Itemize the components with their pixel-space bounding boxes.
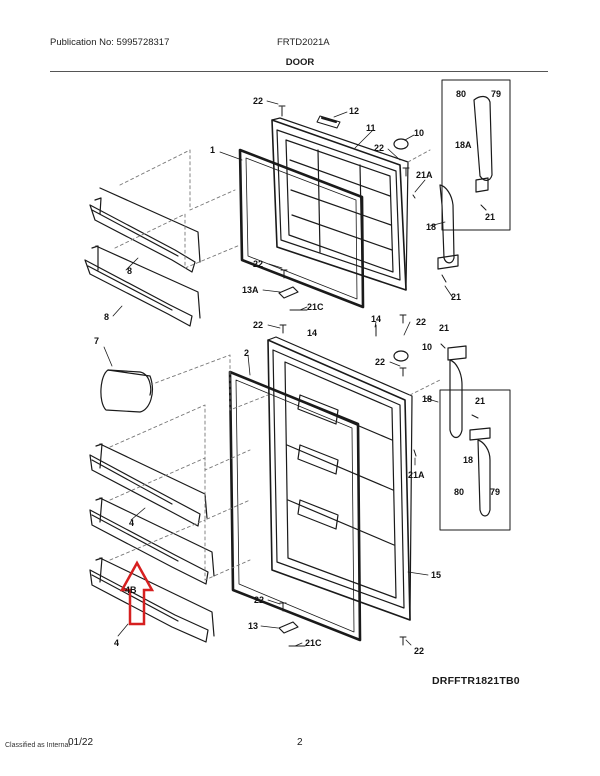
classification-label: Classified as Internal	[5, 742, 70, 749]
callout-4: 4	[129, 518, 134, 528]
upper-inset-handle	[473, 95, 493, 193]
callout-8: 8	[104, 312, 109, 322]
callout-18: 18	[463, 455, 473, 465]
callout-21: 21	[439, 323, 449, 333]
callout-22: 22	[253, 96, 263, 106]
part-4-shelf-b	[89, 497, 215, 585]
leader-lines	[103, 100, 454, 647]
callout-22: 22	[253, 259, 263, 269]
callout-22: 22	[416, 317, 426, 327]
callout-14: 14	[371, 314, 381, 324]
diagram-code: DRFFTR1821TB0	[432, 675, 520, 687]
fresh-food-door-gasket	[228, 370, 362, 642]
callout-13A: 13A	[242, 285, 259, 295]
callout-22: 22	[414, 646, 424, 656]
fresh-food-door-inner-liner	[284, 361, 397, 599]
callout-4: 4	[114, 638, 119, 648]
part-18-handle-lower	[447, 345, 467, 439]
section-title: DOOR	[285, 57, 315, 68]
callout-80: 80	[454, 487, 464, 497]
callout-13: 13	[248, 621, 258, 631]
callout-22: 22	[254, 595, 264, 605]
callout-15: 15	[431, 570, 441, 580]
footer-date: 01/22	[68, 737, 94, 748]
part-4-shelf-c	[89, 557, 215, 643]
assembly-guide-lines	[109, 149, 441, 581]
part-8-shelf-upper	[89, 187, 201, 273]
callout-7: 7	[94, 336, 99, 346]
callout-22: 22	[375, 357, 385, 367]
freezer-door-gasket	[238, 148, 365, 309]
callout-22: 22	[253, 320, 263, 330]
part-7-bin	[100, 369, 153, 413]
callout-1: 1	[210, 145, 215, 155]
callout-18A: 18A	[455, 140, 472, 150]
freezer-door-inner-liner	[285, 139, 394, 273]
callout-8: 8	[127, 266, 132, 276]
callout-4B: 4B	[125, 585, 137, 595]
lower-inset-handle	[469, 427, 491, 517]
callout-11: 11	[366, 123, 376, 133]
model-number: FRTD2021A	[277, 37, 330, 48]
part-12-trim	[316, 115, 341, 129]
callout-79: 79	[491, 89, 501, 99]
page-number: 2	[297, 737, 303, 748]
highlight-arrow	[119, 560, 155, 626]
hardware-caps	[278, 138, 409, 634]
callout-10: 10	[422, 342, 432, 352]
callout-79: 79	[490, 487, 500, 497]
callout-21A: 21A	[416, 170, 433, 180]
publication-number: Publication No: 5995728317	[50, 37, 170, 48]
callout-12: 12	[349, 106, 359, 116]
callout-2: 2	[244, 348, 249, 358]
part-18-handle-upper	[437, 184, 459, 270]
handle-detail-box-upper	[441, 79, 511, 231]
callout-14: 14	[307, 328, 317, 338]
callout-18: 18	[426, 222, 436, 232]
freezer-door-outer-panel	[271, 117, 409, 291]
hardware-screws	[278, 105, 487, 647]
callout-80: 80	[456, 89, 466, 99]
callout-18: 18	[422, 394, 432, 404]
header-divider	[50, 71, 548, 72]
callout-22: 22	[374, 143, 384, 153]
fresh-food-door-outer-panel	[267, 336, 413, 621]
part-4-shelf-a	[89, 443, 208, 527]
callout-21C: 21C	[307, 302, 324, 312]
callout-21: 21	[451, 292, 461, 302]
callout-21A: 21A	[408, 470, 425, 480]
callout-21: 21	[475, 396, 485, 406]
handle-detail-box-lower	[439, 389, 511, 531]
callout-21: 21	[485, 212, 495, 222]
callout-21C: 21C	[305, 638, 322, 648]
callout-10: 10	[414, 128, 424, 138]
part-8-shelf-lower	[84, 245, 201, 327]
